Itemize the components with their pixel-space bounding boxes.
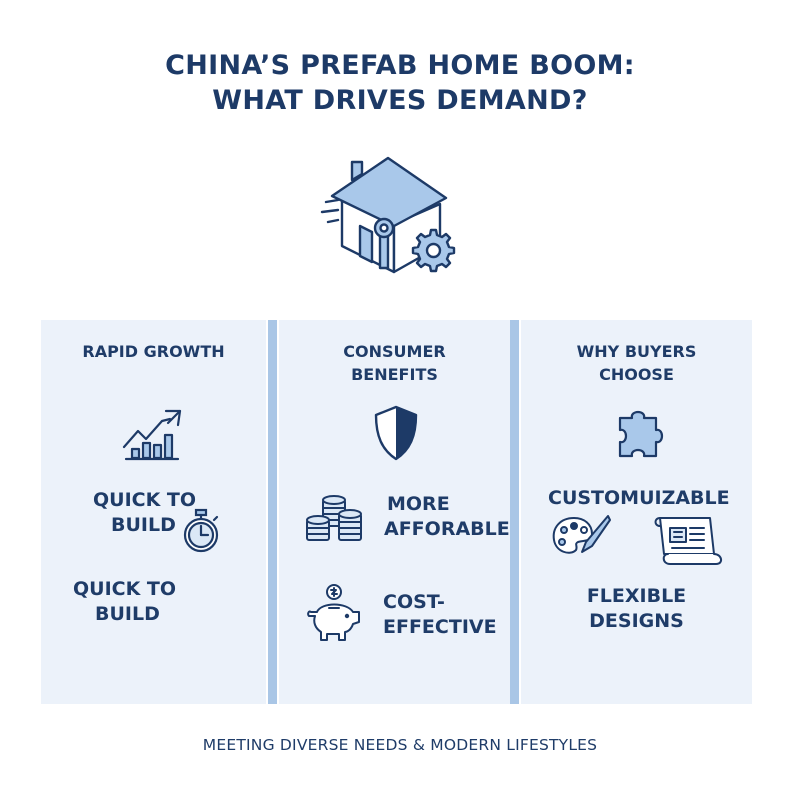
column-heading-why-buyers-choose: WHY BUYERS CHOOSE — [521, 340, 752, 386]
column-heading-rapid-growth: RAPID GROWTH — [82, 342, 225, 361]
rapid-growth-item-2: QUICK TO BUILD — [73, 577, 176, 627]
column-panel-why-buyers-choose — [521, 320, 752, 704]
why-buyers-choose-item-2: FLEXIBLE DESIGNS — [521, 584, 752, 634]
stopwatch-icon — [183, 508, 219, 553]
column-heading-consumer-benefits: CONSUMER BENEFITS — [279, 340, 510, 386]
coin-stack-icon — [306, 495, 362, 541]
heading-line-2: CHOOSE — [599, 365, 674, 384]
page-title: CHINA’S PREFAB HOME BOOM: WHAT DRIVES DE… — [0, 48, 800, 118]
item-label-line-1: COST- — [383, 591, 445, 613]
piggy-bank-icon — [307, 584, 360, 641]
shield-icon — [374, 405, 418, 461]
growth-chart-icon — [122, 409, 182, 461]
column-panel-consumer-benefits — [279, 320, 510, 704]
puzzle-piece-icon — [618, 410, 664, 458]
consumer-benefits-item-2: COST- EFFECTIVE — [383, 590, 497, 640]
rapid-growth-item-1: QUICK TO BUILD — [93, 488, 196, 538]
palette-icon — [552, 515, 611, 554]
item-label-line-1: MORE — [387, 493, 450, 515]
item-label-line-2: BUILD — [95, 603, 160, 625]
title-line-2: WHAT DRIVES DEMAND? — [212, 85, 588, 116]
footer-tagline: MEETING DIVERSE NEEDS & MODERN LIFESTYLE… — [202, 736, 598, 754]
heading-line-2: BENEFITS — [351, 365, 438, 384]
heading-line-1: WHY BUYERS — [576, 342, 697, 361]
item-label-line-1: FLEXIBLE — [586, 585, 687, 607]
blueprint-scroll-icon — [654, 517, 722, 565]
item-label-line-2: AFFORABLE — [384, 518, 510, 540]
consumer-benefits-item-1: MORE AFFORABLE — [384, 492, 510, 542]
house-with-wrench-and-gear-icon — [320, 156, 456, 274]
item-label-line-2: BUILD — [111, 514, 176, 536]
title-line-1: CHINA’S PREFAB HOME BOOM: — [165, 50, 635, 81]
why-buyers-choose-item-1: CUSTOMUIZABLE — [548, 487, 730, 509]
item-label-line-2: EFFECTIVE — [383, 616, 497, 638]
column-divider — [268, 320, 277, 704]
column-panel-rapid-growth — [41, 320, 266, 704]
item-label-line-2: DESIGNS — [589, 610, 684, 632]
item-label-line-1: QUICK TO — [73, 578, 177, 600]
heading-line-1: CONSUMER — [343, 342, 446, 361]
item-label-line-1: QUICK TO — [93, 489, 197, 511]
column-divider — [510, 320, 519, 704]
